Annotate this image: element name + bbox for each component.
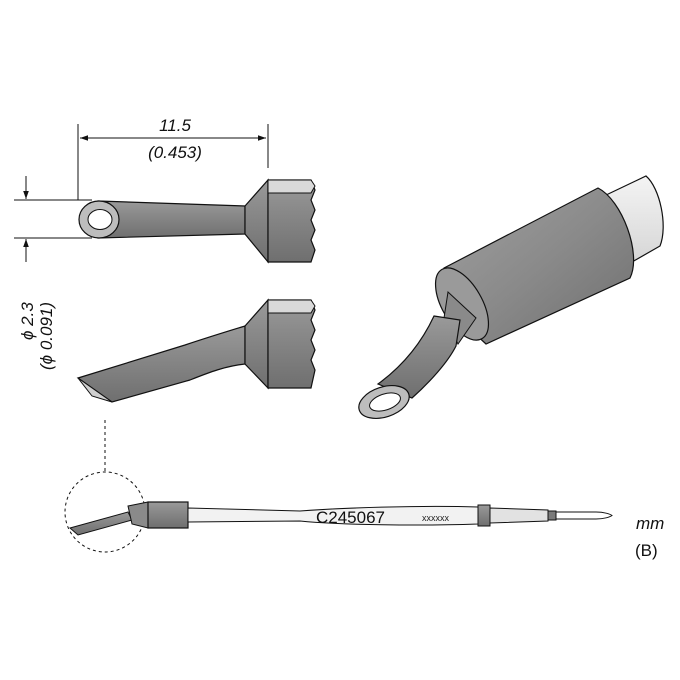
diameter-in-label: (ϕ 0.091) <box>37 302 56 370</box>
tip-side-view <box>78 178 316 264</box>
tip-body-highlight <box>267 179 316 194</box>
length-dimension: 11.5 (0.453) <box>77 116 269 200</box>
series-code: (B) <box>635 541 658 560</box>
length-in-label: (0.453) <box>148 143 202 162</box>
tip-body-bent <box>267 299 316 389</box>
shaft-bent-tip <box>68 511 133 536</box>
iso-cup-opening <box>369 392 401 412</box>
shaft-band <box>477 504 491 527</box>
tip-collar-taper <box>244 178 269 264</box>
tip-bent-view <box>76 298 316 403</box>
tip-body-side <box>267 179 316 263</box>
tip-isometric-view <box>358 175 664 419</box>
tip-bevel-face <box>77 377 113 403</box>
shaft-rear-section <box>489 507 549 524</box>
tip-shaft-side <box>97 200 246 239</box>
iso-shaft <box>376 315 461 399</box>
length-mm-label: 11.5 <box>159 116 191 135</box>
part-number: C245067 <box>316 508 385 527</box>
serial-mark: xxxxxx <box>422 513 450 523</box>
tip-shaft-bent <box>76 325 246 403</box>
shaft-body <box>147 501 189 529</box>
shaft-pin <box>555 511 613 520</box>
full-shaft-view: C245067 xxxxxx <box>68 501 613 536</box>
diameter-dimension: ϕ 2.3 (ϕ 0.091) <box>14 176 92 370</box>
unit-legend: mm (B) <box>635 514 664 560</box>
tip-cup-opening <box>87 209 113 230</box>
shaft-collar-cone <box>127 501 149 529</box>
unit-label: mm <box>636 514 664 533</box>
shaft-rear-ring <box>547 510 557 521</box>
iso-rear-sleeve <box>603 175 664 263</box>
tip-body-bent-highlight <box>267 299 316 314</box>
tip-collar-taper-bent <box>244 298 269 390</box>
diameter-mm-label: ϕ 2.3 <box>18 302 37 340</box>
